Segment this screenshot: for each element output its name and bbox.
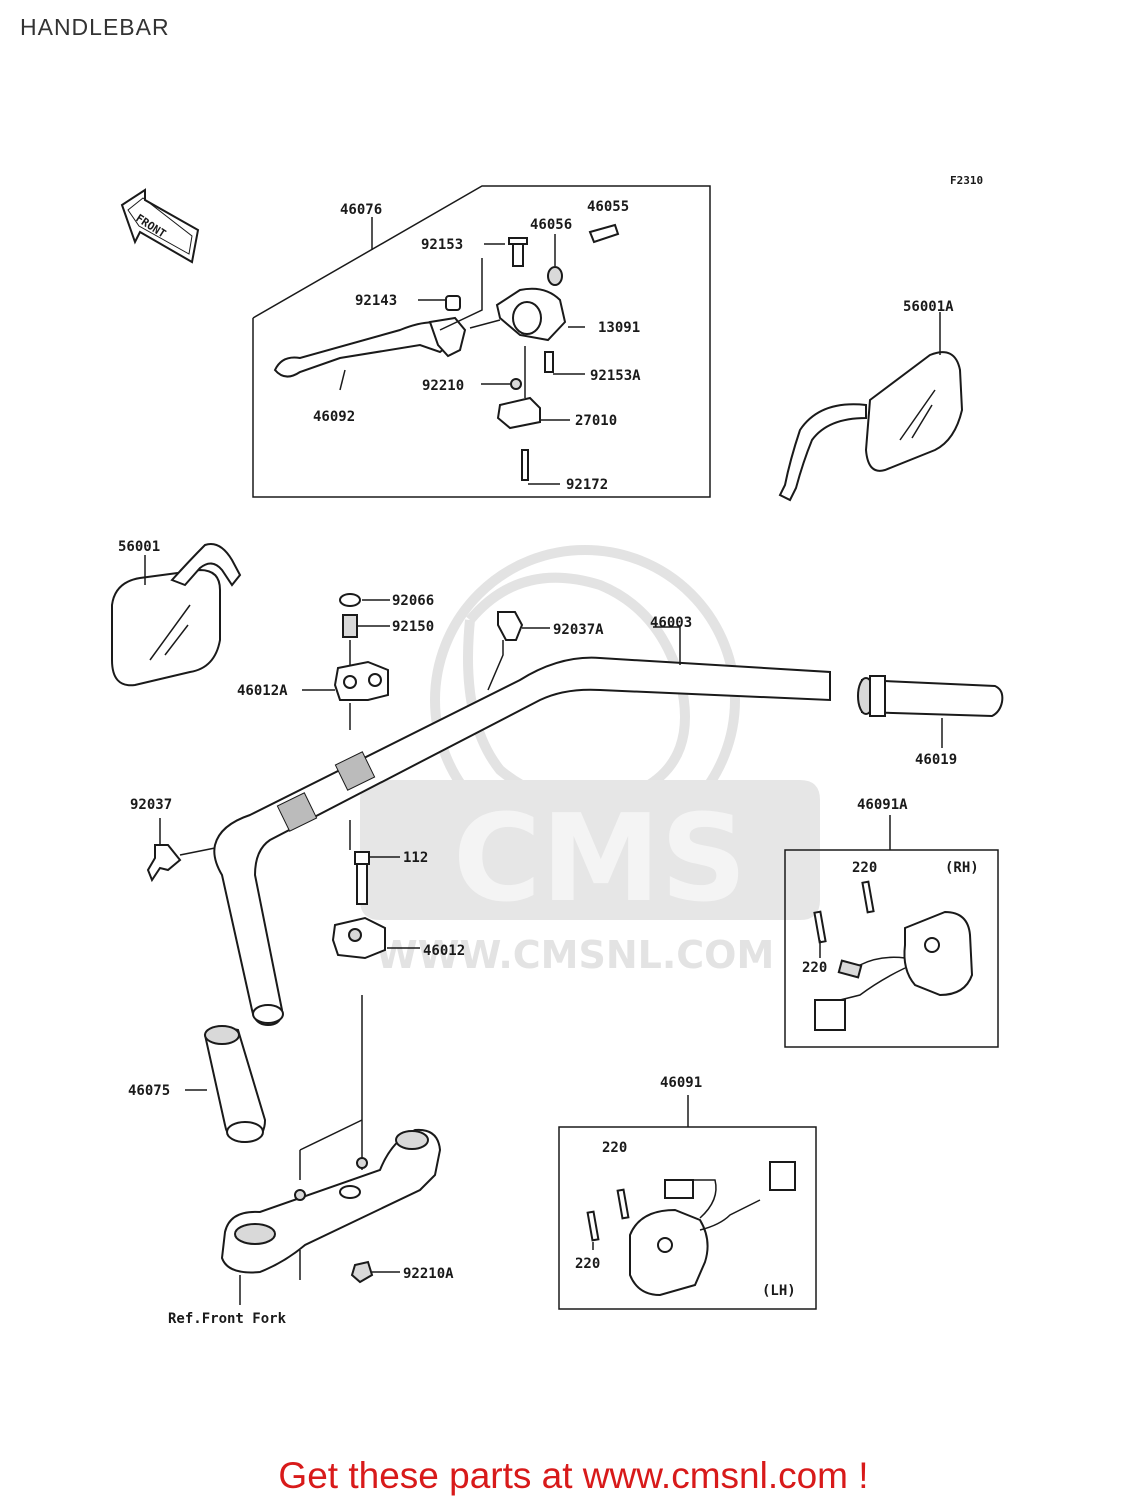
mirror-right	[778, 312, 964, 502]
label-lh: (LH)	[762, 1283, 796, 1299]
label-46003: 46003	[650, 615, 692, 631]
front-direction-arrow: FRONT	[120, 188, 200, 264]
label-92172: 92172	[566, 477, 608, 493]
label-46091: 46091	[660, 1075, 702, 1091]
footer-cta-text[interactable]: Get these parts at www.cmsnl.com !	[278, 1455, 869, 1496]
switch-housing-lh	[558, 1095, 817, 1310]
steering-stem-bracket	[220, 1119, 442, 1305]
label-46056: 46056	[530, 217, 572, 233]
label-92037: 92037	[130, 797, 172, 813]
label-220-rh-top: 220	[852, 860, 877, 876]
page-title: HANDLEBAR	[20, 14, 170, 40]
mirror-left	[111, 543, 242, 687]
upper-holder-parts	[302, 593, 550, 730]
label-92210: 92210	[422, 378, 464, 394]
label-220-rh-left: 220	[802, 960, 827, 976]
handlebar-tube	[213, 626, 831, 1027]
grip-right	[857, 675, 1004, 748]
label-27010: 27010	[575, 413, 617, 429]
label-46019: 46019	[915, 752, 957, 768]
label-46012A: 46012A	[237, 683, 288, 699]
label-13091: 13091	[598, 320, 640, 336]
label-46091A: 46091A	[857, 797, 908, 813]
label-46075: 46075	[128, 1083, 170, 1099]
label-46055: 46055	[587, 199, 629, 215]
figure-code: F2310	[950, 174, 983, 187]
label-46092: 46092	[313, 409, 355, 425]
lower-holder-parts	[331, 820, 420, 1170]
label-220-lh-left: 220	[575, 1256, 600, 1272]
footer-cta[interactable]: Get these parts at www.cmsnl.com !	[0, 1455, 1147, 1497]
label-46076: 46076	[340, 202, 382, 218]
label-92153: 92153	[421, 237, 463, 253]
label-56001A: 56001A	[903, 299, 954, 315]
label-92210A: 92210A	[403, 1266, 454, 1282]
watermark-url-text: WWW.CMSNL.COM	[376, 933, 775, 977]
label-112: 112	[403, 850, 428, 866]
label-rh: (RH)	[945, 860, 979, 876]
label-92150: 92150	[392, 619, 434, 635]
label-92143: 92143	[355, 293, 397, 309]
label-92037A: 92037A	[553, 622, 604, 638]
clutch-lever-assembly	[252, 185, 711, 498]
label-56001: 56001	[118, 539, 160, 555]
label-92153A: 92153A	[590, 368, 641, 384]
label-92066: 92066	[392, 593, 434, 609]
grip-left	[185, 1025, 267, 1144]
switch-housing-rh	[784, 815, 999, 1048]
label-220-lh-top: 220	[602, 1140, 627, 1156]
clamp-left	[146, 818, 216, 883]
cms-watermark: CMS WWW.CMSNL.COM	[360, 545, 820, 977]
watermark-logo-text: CMS	[453, 790, 747, 929]
reference-front-fork: Ref.Front Fork	[168, 1311, 287, 1327]
label-46012: 46012	[423, 943, 465, 959]
